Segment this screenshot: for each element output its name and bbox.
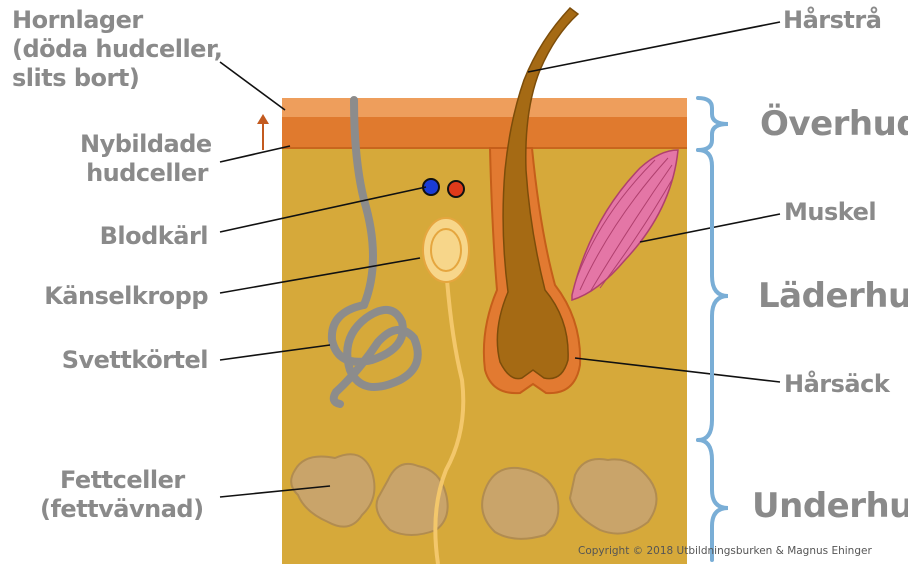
region-laderhud: Läderhud xyxy=(758,276,908,316)
label-svettkortel: Svettkörtel xyxy=(61,346,209,374)
stratum-corneum xyxy=(282,98,687,118)
sensory-body xyxy=(422,217,470,283)
new-cells-layer xyxy=(282,117,687,148)
fat-cell xyxy=(568,458,658,535)
label-hornlager-line3: slits bort) xyxy=(12,64,140,92)
brace-overhud xyxy=(696,96,729,152)
label-harstra: Hårstrå xyxy=(783,6,882,34)
label-hornlager: Hornlager (döda hudceller, slits bort) xyxy=(12,6,223,93)
brace-underhud xyxy=(696,438,729,562)
fat-cell xyxy=(481,466,560,540)
label-muskel: Muskel xyxy=(784,198,877,226)
nerve xyxy=(433,279,466,564)
label-kanselkropp: Känselkropp xyxy=(44,282,208,310)
label-harsack: Hårsäck xyxy=(784,370,890,398)
leader-blodkarl xyxy=(219,186,427,233)
leader-fettceller xyxy=(219,485,331,498)
leader-nybildade xyxy=(219,145,291,163)
label-hornlager-line2: (döda hudceller, xyxy=(12,35,223,63)
label-nybildade-line2: hudceller xyxy=(86,159,208,187)
label-blodkarl: Blodkärl xyxy=(99,222,209,250)
fat-cells xyxy=(290,453,658,540)
brace-laderhud xyxy=(696,148,729,442)
fat-cell xyxy=(375,462,449,536)
braces xyxy=(696,96,729,562)
label-fettceller: Fettceller (fettvävnad) xyxy=(40,466,204,524)
leader-svettkortel xyxy=(219,344,331,361)
region-underhud: Underhud xyxy=(752,486,908,526)
leader-kanselkropp xyxy=(219,257,421,294)
leader-harsack xyxy=(574,357,781,383)
region-overhud: Överhud xyxy=(760,104,908,144)
upward-arrow-icon xyxy=(257,114,269,150)
leader-harstra xyxy=(527,21,781,73)
label-nybildade-line1: Nybildade xyxy=(80,130,212,158)
label-fettceller-line2: (fettvävnad) xyxy=(40,495,204,523)
muscle xyxy=(571,149,679,302)
copyright-notice: Copyright © 2018 Utbildningsburken & Mag… xyxy=(578,545,872,557)
label-nybildade: Nybildade hudceller xyxy=(80,130,212,188)
leader-lines xyxy=(219,21,781,498)
leader-hornlager xyxy=(219,61,286,111)
hair-shaft xyxy=(496,6,580,380)
label-hornlager-line1: Hornlager xyxy=(12,6,143,34)
blood-vessel-red xyxy=(447,180,465,198)
fat-cell xyxy=(290,453,376,528)
label-fettceller-line1: Fettceller xyxy=(60,466,185,494)
